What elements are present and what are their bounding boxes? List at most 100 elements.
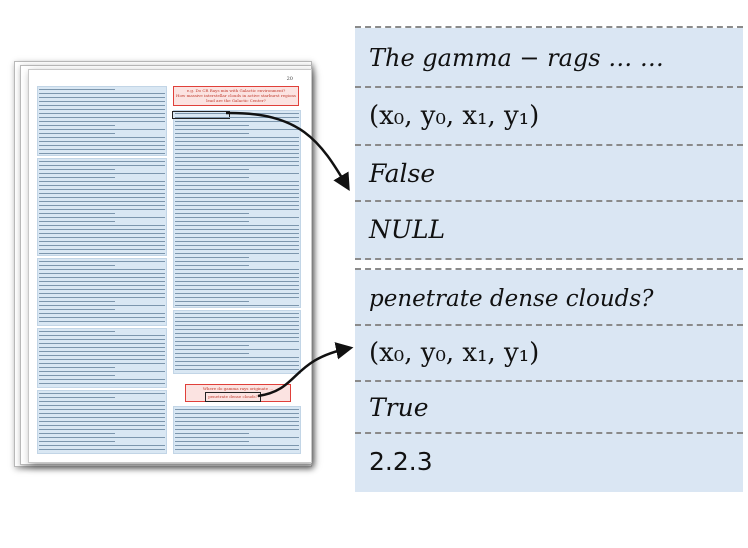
text-line [175, 193, 299, 194]
text-line [175, 229, 299, 230]
figure-title-bottom-line-1: Where do gamma rays originate ... [202, 386, 274, 391]
text-line [39, 281, 165, 282]
text-line [39, 317, 165, 318]
annotation-2-bbox: (x₀, y₀, x₁, y₁) [369, 338, 540, 368]
figure-title-top-line-2: How massive interstellar clouds in activ… [176, 93, 296, 98]
text-line [39, 355, 165, 356]
text-line [39, 169, 115, 170]
text-line [39, 309, 115, 310]
text-line [175, 125, 250, 126]
text-line [39, 249, 165, 250]
text-line [175, 361, 299, 362]
text-line [39, 343, 165, 344]
text-line [175, 421, 299, 422]
text-line [39, 413, 165, 414]
panel-1-bbox-row: (x₀, y₀, x₁, y₁) [355, 88, 743, 144]
text-line [175, 313, 299, 314]
text-line [39, 441, 115, 442]
text-line [175, 257, 250, 258]
text-line [39, 97, 165, 98]
text-line [39, 269, 165, 270]
panel-1-divider-bottom [355, 258, 743, 260]
page-number: 20 [286, 76, 293, 82]
text-line [39, 285, 165, 286]
text-line [39, 261, 165, 262]
text-line [39, 379, 165, 380]
annotation-1-text: The gamma − rags … … [369, 44, 664, 72]
text-line [39, 339, 165, 340]
text-line [175, 185, 299, 186]
text-line [39, 421, 165, 422]
text-line [39, 383, 165, 384]
panel-2-divider-1 [355, 324, 743, 326]
text-line [39, 375, 115, 376]
text-line [39, 113, 165, 114]
text-line [39, 359, 165, 360]
text-line [175, 165, 299, 166]
annotation-panel-1: The gamma − rags … … (x₀, y₀, x₁, y₁) Fa… [355, 26, 743, 260]
text-line [39, 429, 165, 430]
text-line [39, 405, 165, 406]
text-line [39, 321, 165, 322]
text-line [175, 149, 299, 150]
text-line [39, 213, 115, 214]
text-line [39, 209, 165, 210]
text-line [175, 433, 250, 434]
text-line [175, 121, 299, 122]
text-line [175, 409, 299, 410]
text-line [175, 253, 299, 254]
text-line [39, 417, 165, 418]
text-line [175, 181, 299, 182]
text-line [175, 245, 299, 246]
text-line [175, 329, 299, 330]
text-line [39, 437, 165, 438]
text-line [39, 401, 165, 402]
annotation-1-bbox: (x₀, y₀, x₁, y₁) [369, 101, 540, 131]
panel-2-text-row: penetrate dense clouds? [355, 274, 743, 324]
text-line [39, 233, 165, 234]
text-line [39, 125, 115, 126]
text-line [39, 241, 165, 242]
text-line [175, 205, 299, 206]
text-line [39, 109, 165, 110]
text-line [175, 129, 299, 130]
text-line [175, 333, 299, 334]
text-line [39, 433, 115, 434]
panel-2-divider-top [355, 268, 743, 270]
text-line [175, 369, 299, 370]
figure-title-top-line-3: lead are the Galactic Center? [206, 98, 266, 103]
text-line [39, 289, 165, 290]
text-line [39, 335, 165, 336]
text-line [175, 425, 299, 426]
text-line [175, 133, 250, 134]
text-line [39, 225, 165, 226]
text-line [175, 413, 299, 414]
text-line [39, 301, 115, 302]
text-line [175, 365, 299, 366]
text-line [39, 445, 165, 446]
text-line [39, 117, 165, 118]
text-line [39, 133, 115, 134]
text-line [175, 345, 250, 346]
annotation-1-flag: False [369, 158, 436, 188]
text-line [39, 331, 115, 332]
text-line [39, 121, 165, 122]
text-line [175, 321, 299, 322]
text-line [175, 157, 299, 158]
text-line [39, 129, 165, 130]
panel-1-flag-row: False [355, 146, 743, 200]
text-line [175, 325, 299, 326]
panel-1-value-row: NULL [355, 202, 743, 256]
annotation-panel-2: penetrate dense clouds? (x₀, y₀, x₁, y₁)… [355, 268, 743, 492]
text-line [175, 417, 299, 418]
text-line [39, 185, 165, 186]
text-line [39, 193, 165, 194]
text-line [39, 177, 115, 178]
text-line [175, 169, 250, 170]
text-line [175, 209, 299, 210]
text-line [175, 141, 299, 142]
text-line [39, 217, 165, 218]
text-line [175, 357, 299, 358]
text-line [39, 205, 165, 206]
panel-1-text-row: The gamma − rags … … [355, 32, 743, 84]
